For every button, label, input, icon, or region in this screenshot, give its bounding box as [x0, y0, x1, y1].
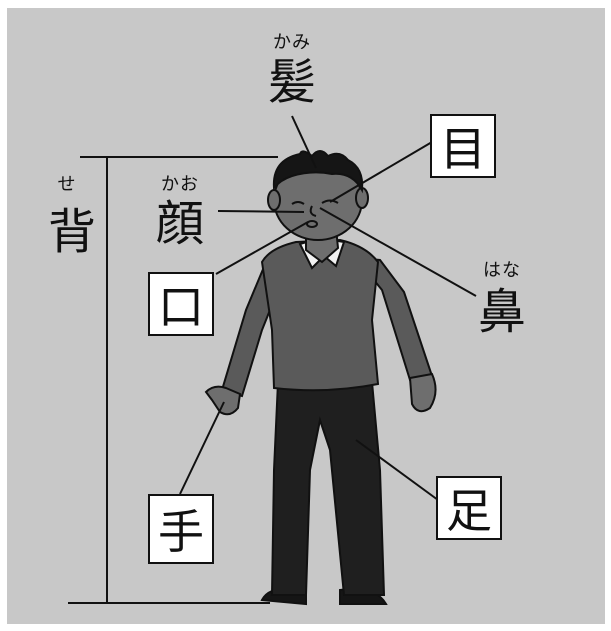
- left-hand: [204, 385, 242, 416]
- kao-reading: かお: [161, 174, 199, 195]
- kami-label: 髪: [267, 54, 316, 110]
- height-measure-lines: [68, 156, 278, 604]
- leader-lines: [179, 115, 477, 501]
- ashi-label-box: 足: [436, 476, 502, 540]
- te-label-box: 手: [148, 494, 214, 564]
- left-ear: [267, 189, 281, 211]
- mouth: [306, 220, 318, 228]
- kuchi-label-box: 口: [148, 272, 214, 336]
- pants: [270, 381, 386, 596]
- me-label-box: 目: [430, 114, 496, 178]
- hana-reading: はな: [483, 260, 521, 281]
- nose: [309, 205, 317, 217]
- kao-label: 顔: [155, 196, 204, 252]
- sweater: [260, 238, 380, 392]
- kami-reading: かみ: [273, 32, 311, 53]
- se-reading: せ: [57, 174, 77, 195]
- hana-label: 鼻: [477, 284, 526, 340]
- hair: [272, 150, 364, 194]
- eyes: [291, 199, 339, 205]
- right-hand: [408, 372, 437, 413]
- se-label: 背: [47, 204, 96, 260]
